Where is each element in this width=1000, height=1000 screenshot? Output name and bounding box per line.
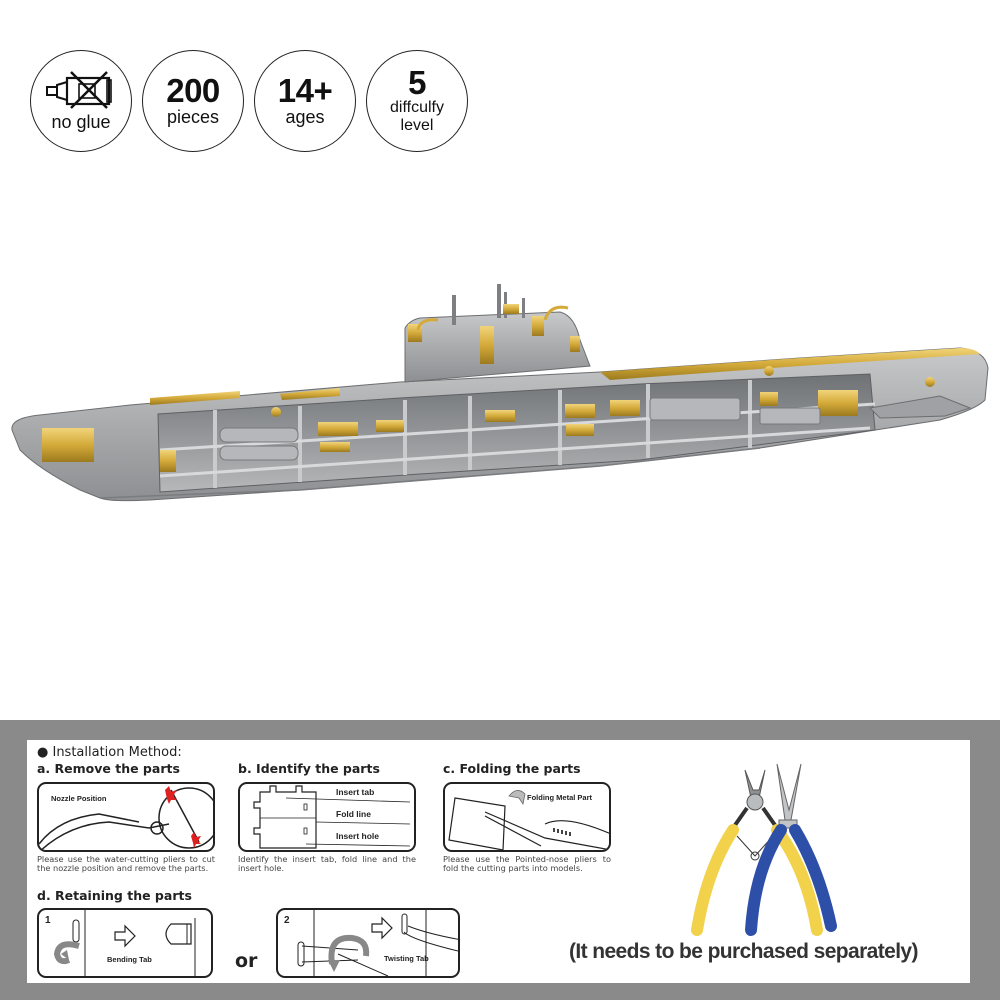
badge-label-2: level — [400, 117, 434, 134]
insert-hole-label: Insert hole — [336, 831, 379, 841]
option-1-number: 1 — [45, 915, 51, 926]
step-d-option-1-diagram: 1 Bending Tab — [37, 908, 213, 978]
installation-card: ● Installation Method: a. Remove the par… — [27, 740, 970, 983]
step-d-title: d. Retaining the parts — [37, 888, 192, 903]
fold-line-label: Fold line — [336, 809, 371, 819]
badge-pieces: 200 pieces — [142, 50, 244, 152]
badge-label: no glue — [51, 112, 111, 132]
step-a-title: a. Remove the parts — [37, 761, 180, 776]
step-c-title: c. Folding the parts — [443, 761, 581, 776]
badge-no-glue: no glue — [30, 50, 132, 152]
folding-metal-part-label: Folding Metal Part — [527, 793, 593, 802]
step-c-description: Please use the Pointed-nose pliers to fo… — [443, 854, 611, 873]
twisting-tab-label: Twisting Tab — [384, 954, 429, 963]
step-a-description: Please use the water-cutting pliers to c… — [37, 854, 215, 873]
installation-panel: ● Installation Method: a. Remove the par… — [0, 720, 1000, 1000]
step-a-diagram: Nozzle Position — [37, 782, 215, 852]
pliers-tools-image — [691, 763, 837, 936]
tools-purchase-note: (It needs to be purchased separately) — [569, 940, 919, 963]
no-glue-icon — [46, 71, 112, 109]
step-d-option-2-diagram: 2 Twisting Tab — [276, 908, 460, 978]
insert-tab-label: Insert tab — [336, 787, 375, 797]
product-image-submarine — [0, 280, 1000, 520]
step-b-description: Identify the insert tab, fold line and t… — [238, 854, 416, 873]
bullet-icon: ● — [37, 745, 53, 760]
badge-value: 14+ — [277, 72, 333, 109]
step-b-title: b. Identify the parts — [238, 761, 380, 776]
badge-label: diffculfy — [390, 99, 444, 116]
badge-label: pieces — [166, 107, 220, 127]
nozzle-position-label: Nozzle Position — [51, 794, 107, 803]
feature-badges: no glue 200 pieces 14+ ages 5 diffculfy … — [30, 50, 480, 160]
badge-label: ages — [285, 107, 325, 127]
folding-pliers-icon — [448, 790, 609, 850]
twisting-tab-icon — [297, 910, 458, 976]
installation-heading: ● Installation Method: — [37, 745, 182, 760]
step-c-diagram: Folding Metal Part — [443, 782, 611, 852]
or-separator: or — [235, 950, 258, 972]
badge-ages: 14+ ages — [254, 50, 356, 152]
step-b-diagram: Insert tab Fold line Insert hole — [238, 782, 416, 852]
badge-value: 200 — [166, 72, 220, 109]
part-outline-icon — [253, 785, 411, 849]
option-2-number: 2 — [284, 915, 290, 926]
bending-tab-label: Bending Tab — [107, 955, 152, 964]
pliers-cutting-icon — [39, 786, 213, 850]
bending-tab-icon — [53, 910, 196, 976]
badge-value: 5 — [408, 64, 426, 101]
badge-difficulty: 5 diffculfy level — [366, 50, 468, 152]
